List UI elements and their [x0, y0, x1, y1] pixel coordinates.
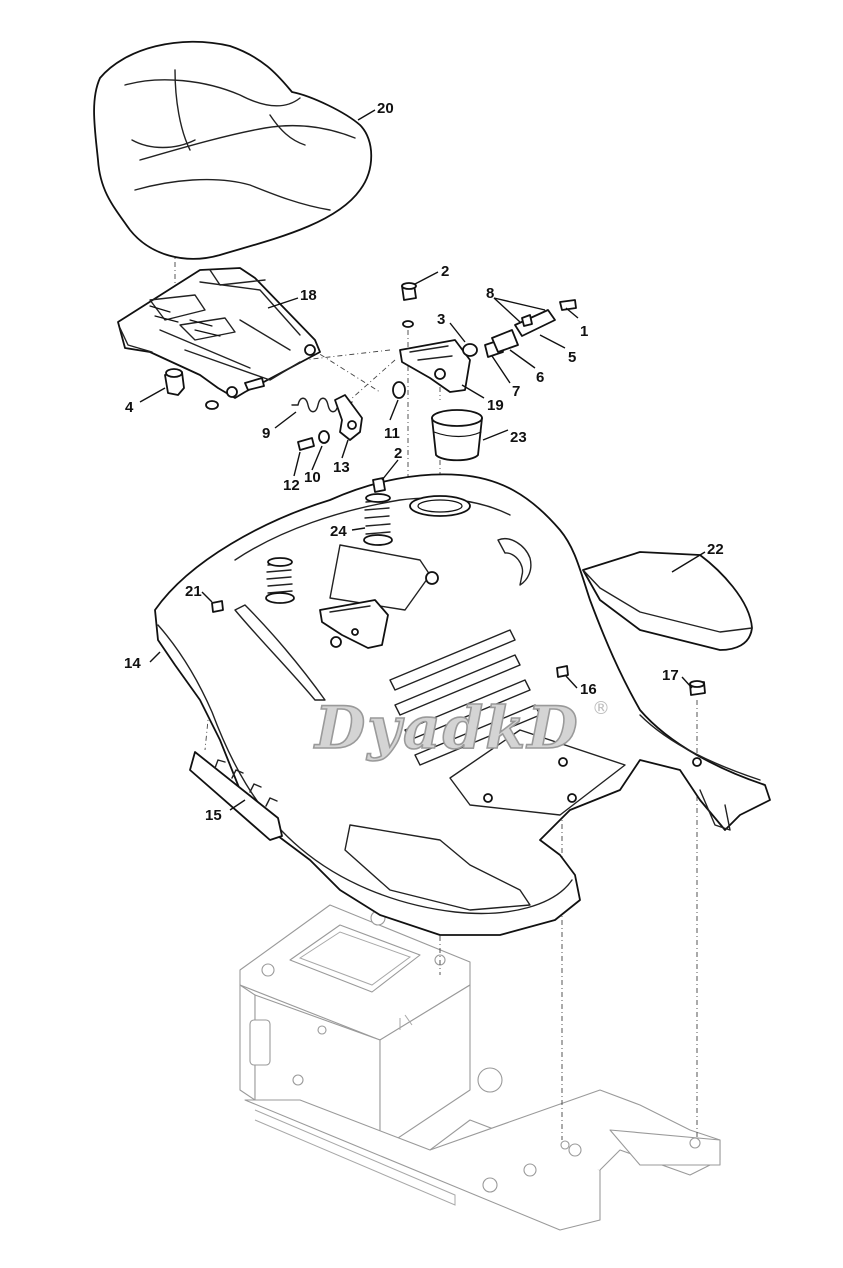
adjust-rack — [189, 751, 283, 841]
watermark-text: DyadkD — [313, 694, 580, 762]
seat-plate — [117, 267, 321, 399]
callout-4: 4 — [125, 399, 134, 416]
callout-10: 10 — [304, 469, 321, 486]
callout-2b: 2 — [394, 445, 402, 462]
callout-20: 14 — [124, 655, 141, 672]
callout-18: 16 — [580, 681, 597, 698]
callout-3: 3 — [437, 311, 445, 328]
seat-knob — [164, 368, 185, 396]
callout-13: 13 — [333, 459, 350, 476]
callout-14: 18 — [300, 287, 317, 304]
callout-5: 5 — [568, 349, 576, 366]
seat — [93, 40, 373, 260]
callout-17: 21 — [185, 583, 202, 600]
side-panel — [582, 551, 753, 651]
callout-16: 20 — [377, 100, 394, 117]
latch-bracket — [334, 394, 363, 441]
callout-labels: 20 18 4 2 8 1 3 5 6 7 19 9 11 13 10 12 2… — [124, 100, 724, 824]
callout-15: 19 — [487, 397, 504, 414]
cup-holder — [431, 409, 483, 462]
plate-hardware — [205, 377, 265, 410]
callout-8: 8 — [486, 285, 494, 302]
seat-springs — [265, 477, 393, 604]
fender-bracket — [319, 599, 389, 649]
leader-lines — [139, 109, 706, 811]
watermark-registered-mark: ® — [592, 698, 610, 719]
fender — [154, 473, 771, 936]
callout-1: 1 — [580, 323, 588, 340]
callout-2a: 2 — [441, 263, 449, 280]
pivot-bracket — [399, 339, 471, 393]
callout-21: 15 — [205, 807, 222, 824]
callout-9: 9 — [262, 425, 270, 442]
fender-screws — [211, 600, 706, 696]
callout-19: 23 — [510, 429, 527, 446]
top-bolt — [401, 282, 417, 328]
callout-22: 22 — [707, 541, 724, 558]
callout-23: 17 — [662, 667, 679, 684]
callout-12: 12 — [283, 477, 300, 494]
callout-7: 7 — [512, 383, 520, 400]
callout-6: 6 — [536, 369, 544, 386]
latch-hardware — [462, 299, 577, 358]
small-hardware — [297, 381, 406, 451]
callout-11: 11 — [384, 425, 400, 442]
callout-24: 24 — [330, 523, 347, 540]
watermark: DyadkD ® — [312, 693, 610, 763]
tractor-frame — [239, 904, 721, 1231]
